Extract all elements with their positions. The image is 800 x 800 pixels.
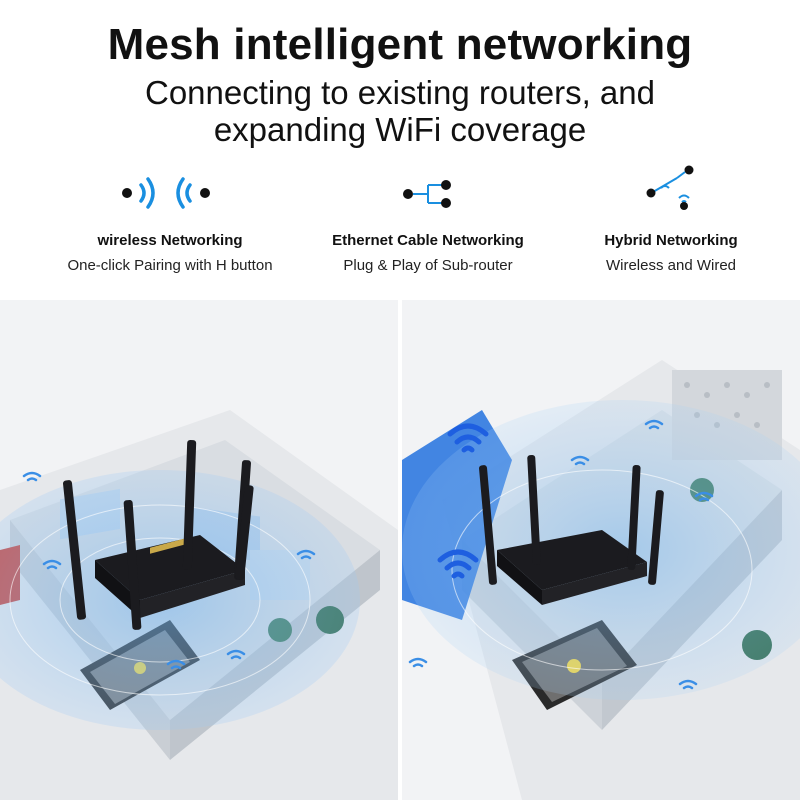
feature-subtitle: Plug & Play of Sub-router <box>343 257 513 274</box>
subheadline: Connecting to existing routers, and expa… <box>0 74 800 148</box>
feature-ethernet: Ethernet Cable Networking Plug & Play of… <box>298 160 558 274</box>
router-house-illustration-left <box>0 300 398 800</box>
feature-title: Hybrid Networking <box>604 232 738 249</box>
headline: Mesh intelligent networking <box>107 20 693 69</box>
subheadline-line-1: Connecting to existing routers, and <box>145 74 655 111</box>
ethernet-topology-icon <box>298 160 558 220</box>
panel-divider <box>398 300 402 800</box>
subheadline-line-2: expanding WiFi coverage <box>213 111 587 148</box>
feature-row: wireless Networking One-click Pairing wi… <box>0 160 800 290</box>
router-house-illustration-right <box>402 300 800 800</box>
feature-title: Ethernet Cable Networking <box>332 232 524 249</box>
feature-subtitle: Wireless and Wired <box>605 257 737 274</box>
feature-hybrid: Hybrid Networking Wireless and Wired <box>541 160 800 274</box>
wireless-signal-icon <box>40 160 300 220</box>
feature-title: wireless Networking <box>97 232 243 249</box>
feature-subtitle: One-click Pairing with H button <box>67 257 273 274</box>
hybrid-network-icon <box>541 160 800 220</box>
feature-wireless: wireless Networking One-click Pairing wi… <box>40 160 300 274</box>
